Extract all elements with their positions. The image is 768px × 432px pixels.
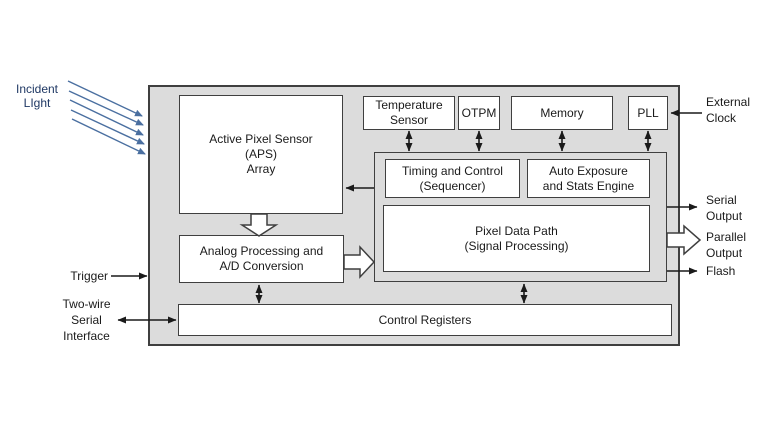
digital-core-container [374, 152, 667, 282]
block-control-registers: Control Registers [178, 304, 672, 336]
label-flash: Flash [706, 264, 736, 278]
block-memory: Memory [511, 96, 613, 130]
block-analog-processing-adc: Analog Processing and A/D Conversion [179, 235, 344, 283]
label-parallel-output: Parallel Output [706, 230, 747, 260]
label-trigger: Trigger [70, 269, 108, 283]
label-incident-light: Incident LIght [15, 82, 59, 110]
block-temperature-sensor: Temperature Sensor [363, 96, 455, 130]
block-pixel-data-path: Pixel Data Path (Signal Processing) [383, 205, 650, 272]
block-pll: PLL [628, 96, 668, 130]
block-timing-and-control: Timing and Control (Sequencer) [385, 159, 520, 198]
label-serial-output: Serial Output [706, 193, 743, 223]
block-otpm: OTPM [458, 96, 500, 130]
block-active-pixel-sensor-array: Active Pixel Sensor (APS) Array [179, 95, 343, 214]
incident-light-arrows [67, 80, 146, 155]
label-external-clock: External Clock [706, 95, 751, 125]
label-two-wire-serial-interface: Two-wire Serial Interface [62, 297, 111, 343]
block-auto-exposure-stats-engine: Auto Exposure and Stats Engine [527, 159, 650, 198]
